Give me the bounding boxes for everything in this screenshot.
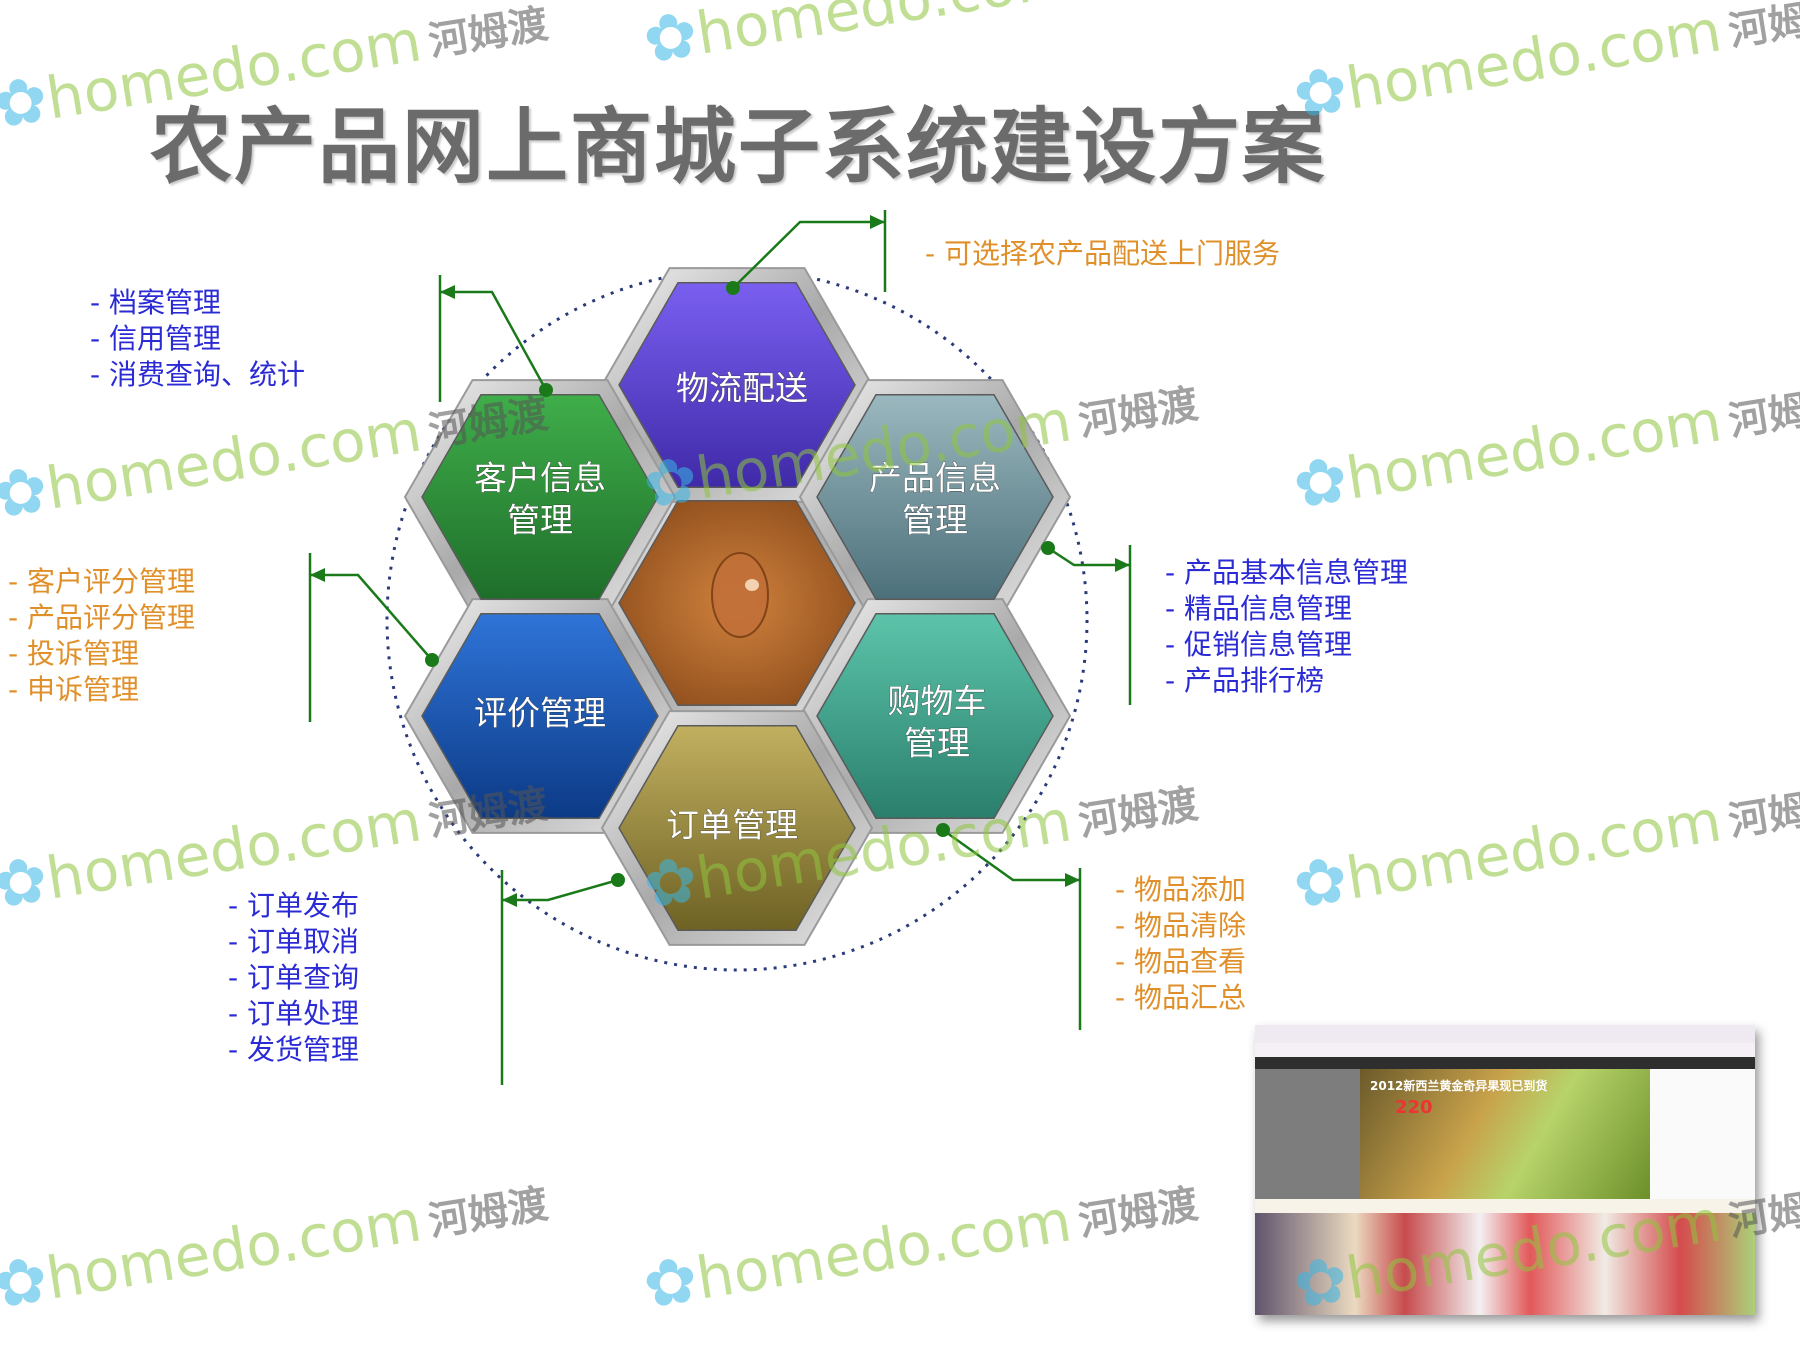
list-item: 物品汇总: [1115, 980, 1246, 1016]
thumb-banner: [1360, 1069, 1650, 1199]
list-item: 精品信息管理: [1165, 591, 1408, 627]
dot-review: [425, 653, 439, 667]
list-item: 投诉管理: [8, 636, 195, 672]
thumb-sidebar: [1255, 1069, 1360, 1199]
list-item: 订单发布: [228, 888, 359, 924]
connector-product: [1047, 546, 1130, 567]
dot-order: [611, 873, 625, 887]
connectors: [308, 210, 1132, 1085]
hex-order-label: 订单管理: [666, 806, 798, 845]
thumb-section-bar: [1255, 1199, 1755, 1213]
hex-product-label-2: 管理: [902, 501, 968, 540]
hex-customer-label-2: 管理: [507, 501, 573, 540]
list-item: 档案管理: [90, 285, 305, 321]
thumb-price: 220: [1395, 1097, 1433, 1118]
hex-review: [421, 613, 659, 819]
connector-cart: [942, 828, 1080, 882]
list-item: 物品添加: [1115, 872, 1246, 908]
dot-cart: [936, 823, 950, 837]
logistics-note: - 可选择农产品配送上门服务: [925, 237, 1281, 270]
product-items: 产品基本信息管理 精品信息管理 促销信息管理 产品排行榜: [1165, 555, 1408, 699]
list-item: 物品清除: [1115, 908, 1246, 944]
thumb-right-panel: [1650, 1069, 1755, 1199]
order-items: 订单发布 订单取消 订单查询 订单处理 发货管理: [228, 888, 359, 1068]
list-item: 产品评分管理: [8, 600, 195, 636]
dot-logistics: [726, 281, 740, 295]
list-item: 订单查询: [228, 960, 359, 996]
thumb-topbar: [1255, 1025, 1755, 1043]
hex-product-label-1: 产品信息: [869, 459, 1001, 498]
connector-order: [502, 878, 619, 902]
dot-product: [1041, 541, 1055, 555]
list-item: 促销信息管理: [1165, 627, 1408, 663]
connector-review: [310, 573, 433, 661]
list-item: 客户评分管理: [8, 564, 195, 600]
logistics-note-text: 可选择农产品配送上门服务: [944, 237, 1281, 270]
hex-review-label: 评价管理: [474, 694, 606, 733]
drop-highlight: [745, 579, 759, 591]
connector-customer: [440, 290, 548, 391]
hex-cart-label-1: 购物车: [888, 682, 987, 721]
website-screenshot-thumbnail: 2012新西兰黄金奇异果现已到货 220: [1255, 1025, 1755, 1315]
arrow-customer: [440, 285, 455, 299]
hex-logistics: [618, 282, 856, 488]
review-items: 客户评分管理 产品评分管理 投诉管理 申诉管理: [8, 564, 195, 708]
list-item: 申诉管理: [8, 672, 195, 708]
page-title: 农产品网上商城子系统建设方案: [150, 100, 1327, 195]
thumb-navbar: [1255, 1057, 1755, 1069]
hex-order: [618, 725, 856, 931]
cart-items: 物品添加 物品清除 物品查看 物品汇总: [1115, 872, 1246, 1016]
connector-arrows: [310, 215, 1130, 907]
arrow-product: [1115, 558, 1130, 572]
list-item: 订单取消: [228, 924, 359, 960]
hex-customer: [421, 394, 659, 600]
arrow-order: [502, 893, 517, 907]
dot-customer: [539, 383, 553, 397]
thumb-banner-text: 2012新西兰黄金奇异果现已到货: [1370, 1079, 1548, 1093]
list-item: 消费查询、统计: [90, 357, 305, 393]
water-drop-icon: [711, 552, 769, 638]
hex-cart: [816, 613, 1054, 819]
list-item: 发货管理: [228, 1032, 359, 1068]
boundary-circle: [385, 268, 1089, 972]
list-item: 订单处理: [228, 996, 359, 1032]
connector-logistics: [732, 220, 885, 289]
arrow-logistics: [870, 215, 885, 229]
list-item: 物品查看: [1115, 944, 1246, 980]
thumb-product-grid: [1255, 1213, 1755, 1315]
hex-product: [816, 394, 1054, 600]
arrow-cart: [1065, 873, 1080, 887]
arrow-review: [310, 568, 325, 582]
hex-cart-label-2: 管理: [904, 724, 970, 763]
customer-items: 档案管理 信用管理 消费查询、统计: [90, 285, 305, 393]
list-item: 产品排行榜: [1165, 663, 1408, 699]
list-item: 信用管理: [90, 321, 305, 357]
hex-logistics-label: 物流配送: [676, 369, 808, 408]
connector-dots: [425, 281, 1055, 887]
list-item: 产品基本信息管理: [1165, 555, 1408, 591]
hex-customer-label-1: 客户信息: [474, 459, 606, 498]
